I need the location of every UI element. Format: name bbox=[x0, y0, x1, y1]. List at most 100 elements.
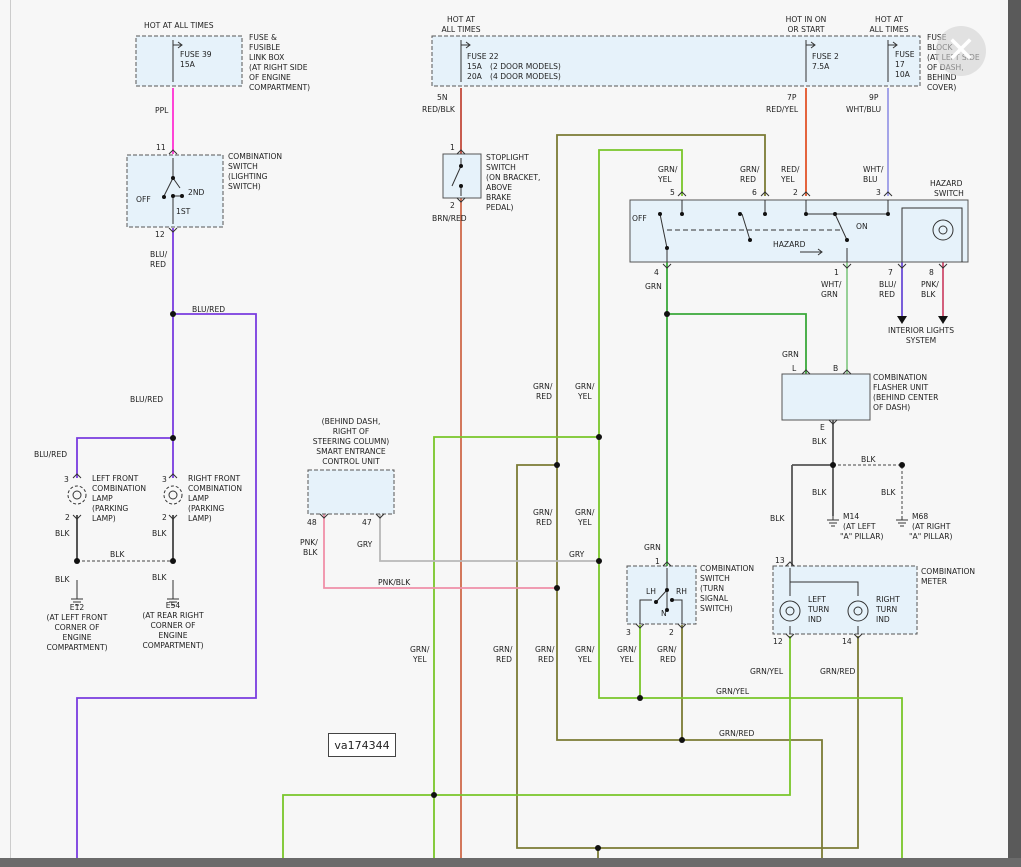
label-n: N bbox=[661, 609, 667, 618]
label-m68: M68(AT RIGHT"A" PILLAR) bbox=[909, 512, 953, 541]
label-grn-yel-e: GRN/YEL bbox=[617, 645, 637, 664]
connector-marks bbox=[72, 149, 948, 639]
close-button[interactable]: ✕ bbox=[936, 26, 986, 76]
label-blk-2: BLK bbox=[152, 529, 167, 538]
ground-m68-icon bbox=[896, 516, 908, 527]
label-pin-2a: 2 bbox=[65, 513, 70, 522]
wire-blk-dashed-2 bbox=[833, 464, 903, 516]
label-grn-red-meter: GRN/RED bbox=[820, 667, 855, 676]
smart-entrance-unit bbox=[307, 469, 395, 515]
label-gry-v: GRY bbox=[357, 540, 373, 549]
wire-gry bbox=[379, 514, 599, 562]
fuse-39-symbol bbox=[172, 40, 183, 82]
right-turn-indicator-lamp bbox=[847, 600, 869, 622]
label-pin-3b: 3 bbox=[162, 475, 167, 484]
label-grn-hz: GRN bbox=[645, 282, 662, 291]
label-hz-off: OFF bbox=[632, 214, 647, 223]
splice-dots bbox=[74, 311, 905, 851]
label-grn-yel-d: GRN/YEL bbox=[575, 645, 595, 664]
label-grn-red-b: GRN/RED bbox=[533, 508, 553, 527]
label-blk-fl-2: BLK bbox=[861, 455, 876, 464]
label-pin-2b: 2 bbox=[162, 513, 167, 522]
label-pin-12: 12 bbox=[155, 230, 165, 239]
label-grn-yel-meter: GRN/YEL bbox=[750, 667, 784, 676]
label-grn-yel-hz: GRN/YEL bbox=[657, 165, 678, 184]
label-grn-red-d: GRN/RED bbox=[535, 645, 555, 664]
label-pin-48: 48 bbox=[307, 518, 317, 527]
label-ppl: PPL bbox=[155, 106, 169, 115]
label-pin-47: 47 bbox=[362, 518, 372, 527]
label-hz-pin-2: 2 bbox=[793, 188, 798, 197]
label-blu-red-h: BLU/RED bbox=[192, 305, 225, 314]
label-hz-pin-4: 4 bbox=[654, 268, 659, 277]
label-grn-red-c: GRN/RED bbox=[493, 645, 513, 664]
hazard-indicator-lamp bbox=[932, 219, 954, 241]
label-wht-blu: WHT/BLU bbox=[846, 105, 881, 114]
label-pnk-blk-v: PNK/BLK bbox=[300, 538, 318, 557]
stoplight-switch bbox=[442, 153, 482, 199]
label-m14: M14(AT LEFT"A" PILLAR) bbox=[840, 512, 884, 541]
label-grn-yel-b: GRN/YEL bbox=[575, 508, 595, 527]
label-meter-pin-12: 12 bbox=[773, 637, 783, 646]
left-edge bbox=[0, 0, 11, 867]
diagram-id-label: va174344 bbox=[328, 733, 396, 757]
label-stop-pin-1: 1 bbox=[450, 143, 455, 152]
label-blk-fl-1: BLK bbox=[812, 437, 827, 446]
ground-m14-icon bbox=[827, 516, 839, 527]
label-blu-red-a: BLU/RED bbox=[150, 250, 168, 269]
fuse-17-symbol bbox=[887, 40, 898, 82]
label-blu-red-int: BLU/RED bbox=[879, 280, 897, 299]
label-2nd: 2ND bbox=[188, 188, 205, 197]
label-fuse-box-title: FUSE & FUSIBLE LINK BOX (AT RIGHT SIDE O… bbox=[249, 33, 310, 92]
turn-signal-switch-box bbox=[626, 565, 697, 625]
label-pin-7p: 7P bbox=[787, 93, 797, 102]
flasher-unit bbox=[781, 373, 871, 421]
label-blk-fl-3: BLK bbox=[812, 488, 827, 497]
label-grn-yel-a: GRN/YEL bbox=[575, 382, 595, 401]
wire-grn-yel bbox=[282, 149, 903, 862]
label-hazard: HAZARD bbox=[773, 240, 806, 249]
label-hz-pin-5: 5 bbox=[670, 188, 675, 197]
fuse-block bbox=[431, 35, 921, 87]
label-hz-pin-6: 6 bbox=[752, 188, 757, 197]
label-grn-yel-c: GRN/YEL bbox=[410, 645, 430, 664]
label-stop-pin-2: 2 bbox=[450, 201, 455, 210]
label-blk-4: BLK bbox=[55, 575, 70, 584]
label-red-blk: RED/BLK bbox=[422, 105, 456, 114]
label-hot-all-times-1: HOT AT ALL TIMES bbox=[144, 21, 214, 30]
label-pin-5n: 5N bbox=[437, 93, 448, 102]
hazard-switch-contacts bbox=[659, 200, 963, 262]
ground-e12-icon bbox=[71, 595, 83, 606]
label-lh: LH bbox=[646, 587, 656, 596]
label-red-yel: RED/YEL bbox=[766, 105, 799, 114]
wire-pnk-blk bbox=[323, 514, 557, 589]
label-blk-3: BLK bbox=[110, 550, 125, 559]
label-pin-13: 13 bbox=[775, 556, 785, 565]
label-grn-red-bottom: GRN/RED bbox=[719, 729, 754, 738]
right-scrollbar[interactable] bbox=[1008, 0, 1021, 867]
label-grn-turn: GRN bbox=[644, 543, 661, 552]
label-blk-5: BLK bbox=[152, 573, 167, 582]
label-brn-red: BRN/RED bbox=[432, 214, 467, 223]
label-hz-pin-3: 3 bbox=[876, 188, 881, 197]
label-hz-on: ON bbox=[856, 222, 868, 231]
label-off: OFF bbox=[136, 195, 151, 204]
wire-blk-left bbox=[76, 515, 174, 560]
label-grn-flasher: GRN bbox=[782, 350, 799, 359]
label-grn-red-e: GRN/RED bbox=[657, 645, 677, 664]
label-grn-red-hz: GRN/RED bbox=[740, 165, 760, 184]
